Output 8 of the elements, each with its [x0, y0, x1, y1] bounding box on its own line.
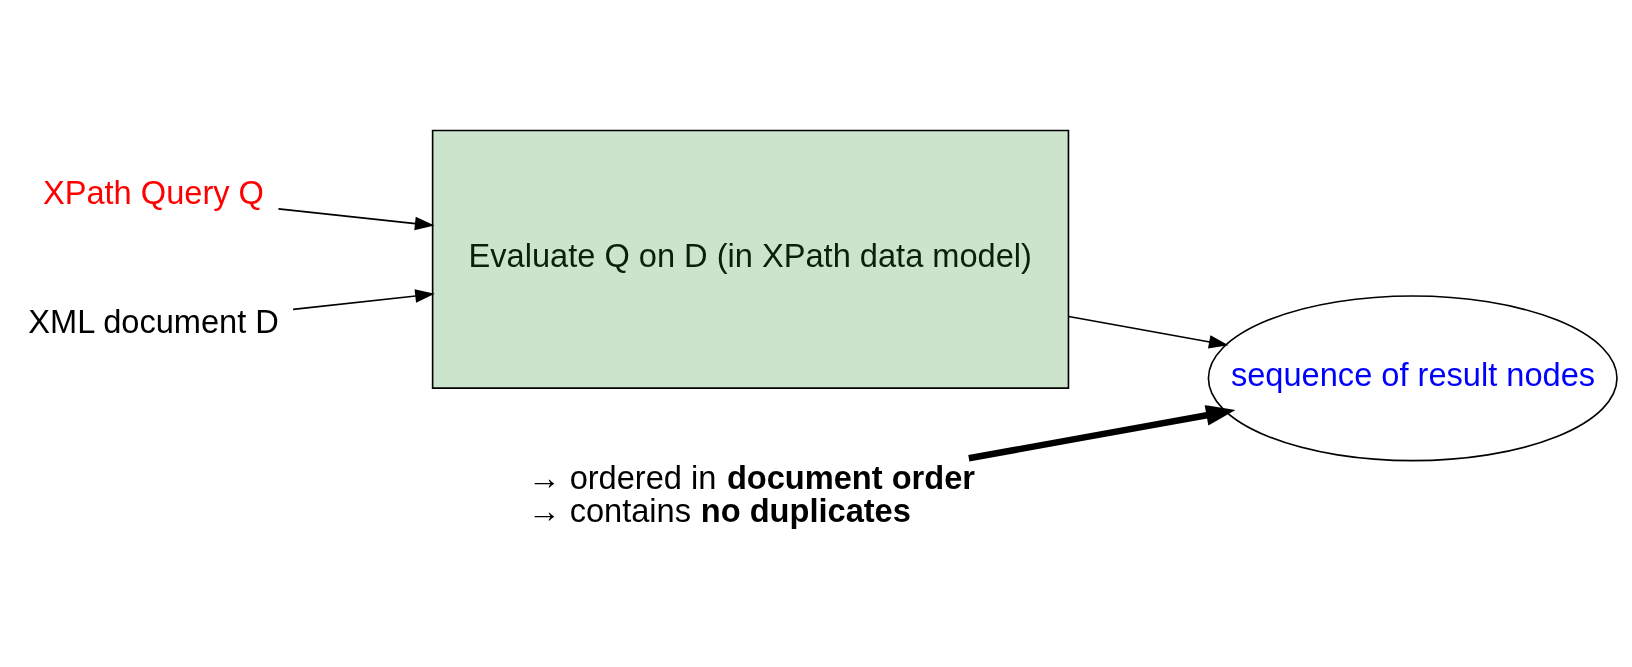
arrow [1067, 315, 1229, 349]
node-text: → ordered in document order → contains no duplicates [528, 459, 976, 529]
arrow [968, 405, 1236, 462]
arrow [292, 289, 435, 311]
node-text: XPath Query Q [42, 173, 264, 211]
node-box: Evaluate Q on D (in XPath data model) [431, 129, 1070, 389]
arrow [277, 208, 435, 231]
node-text: XML document D [28, 302, 279, 340]
